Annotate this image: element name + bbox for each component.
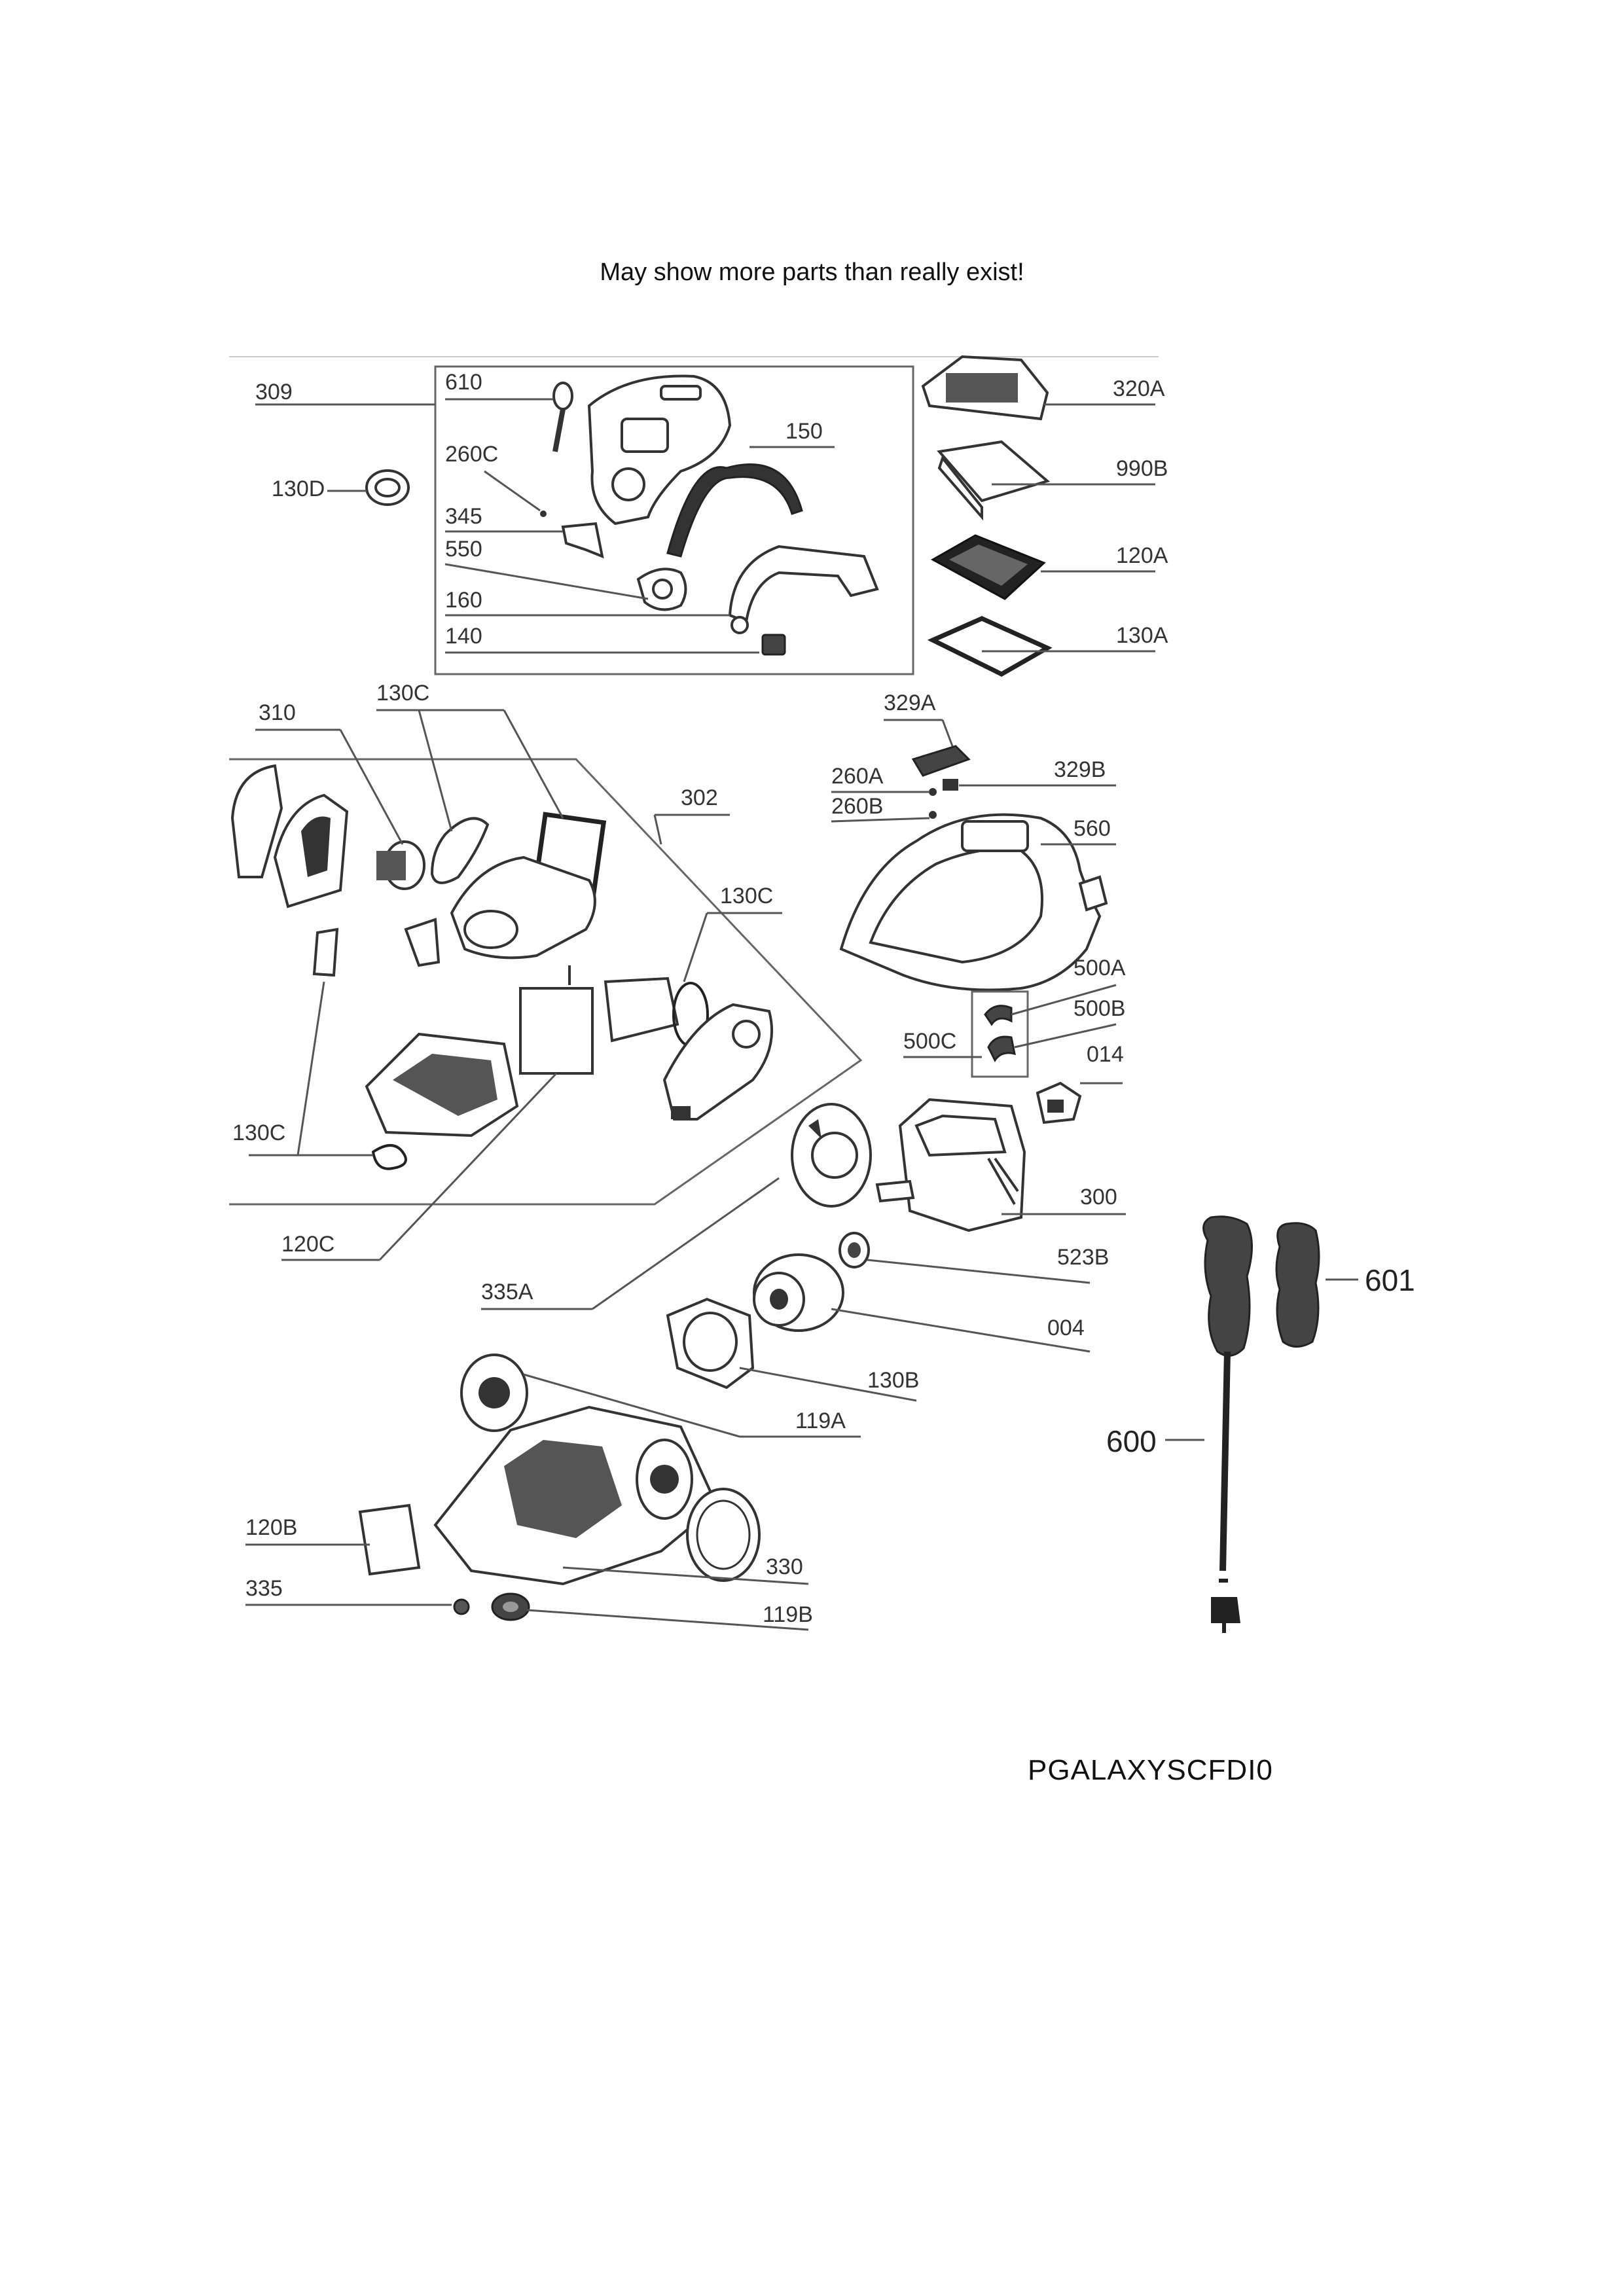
part-130C-small <box>312 927 339 977</box>
part-600-duster <box>1202 1215 1253 1633</box>
label-260A: 260A <box>831 764 884 789</box>
label-523B: 523B <box>1057 1245 1109 1270</box>
part-004-motor <box>753 1253 844 1332</box>
label-302: 302 <box>681 785 718 810</box>
part-119A-wheel <box>686 1488 761 1582</box>
label-990B: 990B <box>1116 456 1168 481</box>
label-500A: 500A <box>1074 956 1126 980</box>
label-260C: 260C <box>445 442 498 467</box>
label-130C-right: 130C <box>720 884 773 908</box>
part-330-base <box>433 1354 719 1586</box>
label-310: 310 <box>259 700 296 725</box>
label-335A: 335A <box>481 1280 533 1304</box>
part-120B-plate <box>358 1503 421 1576</box>
group-box-500 <box>971 990 1029 1078</box>
part-329A-clip <box>911 745 971 777</box>
part-260A-screw <box>929 788 937 796</box>
part-523B-ring <box>839 1232 870 1268</box>
label-130C-left: 130C <box>232 1121 285 1145</box>
label-500B: 500B <box>1074 996 1125 1021</box>
group-box-309 <box>434 365 914 675</box>
part-300-motor-housing <box>875 1098 1026 1232</box>
label-140: 140 <box>445 624 482 649</box>
label-120A: 120A <box>1116 543 1168 568</box>
part-130B-gasket <box>666 1297 755 1390</box>
part-500B-clip <box>987 1035 1016 1062</box>
part-140-button <box>761 634 786 656</box>
part-160-hinge <box>728 545 879 634</box>
label-550: 550 <box>445 537 482 562</box>
label-014: 014 <box>1087 1042 1124 1067</box>
part-345-latch <box>561 522 604 559</box>
label-309: 309 <box>255 380 293 404</box>
part-335A-cover <box>791 1103 872 1208</box>
label-120B: 120B <box>245 1515 297 1540</box>
label-004: 004 <box>1047 1316 1085 1340</box>
page-note: May show more parts than really exist! <box>600 259 1024 286</box>
part-014-switch <box>1036 1081 1082 1124</box>
part-lower-container <box>365 1032 519 1138</box>
label-130B: 130B <box>867 1368 919 1393</box>
model-code: PGALAXYSCFDI0 <box>1028 1754 1273 1786</box>
label-345: 345 <box>445 504 482 529</box>
label-120C: 120C <box>281 1232 334 1257</box>
label-330: 330 <box>766 1554 803 1579</box>
label-119A: 119A <box>795 1408 846 1433</box>
part-130C-bottom <box>371 1144 407 1170</box>
label-320A: 320A <box>1113 376 1165 401</box>
part-130A-gasket <box>927 616 1053 677</box>
part-500A-clip <box>984 1005 1013 1026</box>
label-600: 600 <box>1106 1424 1157 1458</box>
part-601-duster-head <box>1275 1222 1320 1348</box>
part-119B-wheel <box>491 1592 530 1621</box>
part-335-cap <box>453 1598 470 1615</box>
part-610-tool <box>552 382 573 452</box>
part-260C-screw <box>540 511 547 517</box>
part-120A-hepa <box>930 534 1046 600</box>
label-119B: 119B <box>763 1602 813 1627</box>
label-335: 335 <box>245 1576 283 1601</box>
label-329A: 329A <box>884 691 936 715</box>
part-329B-pin <box>943 779 958 791</box>
label-500C: 500C <box>903 1029 956 1054</box>
part-130D-seal <box>365 469 410 506</box>
part-260B-screw <box>929 811 937 819</box>
label-610: 610 <box>445 370 482 395</box>
label-130C-top: 130C <box>376 681 429 706</box>
label-329B: 329B <box>1054 757 1106 782</box>
group-box-302 <box>229 758 863 1206</box>
part-550-ring <box>636 567 687 611</box>
label-130D: 130D <box>272 476 325 501</box>
part-130C-loop <box>430 817 490 884</box>
label-150: 150 <box>785 419 823 444</box>
part-320A-grille <box>921 355 1049 421</box>
part-120C-filter <box>519 965 594 1075</box>
label-160: 160 <box>445 588 482 613</box>
part-310-cyclone <box>230 764 425 908</box>
label-130A: 130A <box>1116 623 1168 648</box>
part-130C-plate <box>604 977 679 1043</box>
part-cyclone-panel <box>662 1003 774 1121</box>
part-150-seal <box>666 463 803 558</box>
part-990B-filter <box>937 440 1051 521</box>
label-260B: 260B <box>831 794 883 819</box>
label-601: 601 <box>1365 1263 1415 1297</box>
part-dust-container <box>404 855 596 967</box>
part-560-housing <box>839 813 1108 992</box>
label-560: 560 <box>1074 816 1111 841</box>
part-310-filter-cylinder <box>376 840 425 890</box>
label-300: 300 <box>1080 1185 1117 1210</box>
part-lid-cover <box>587 374 732 526</box>
